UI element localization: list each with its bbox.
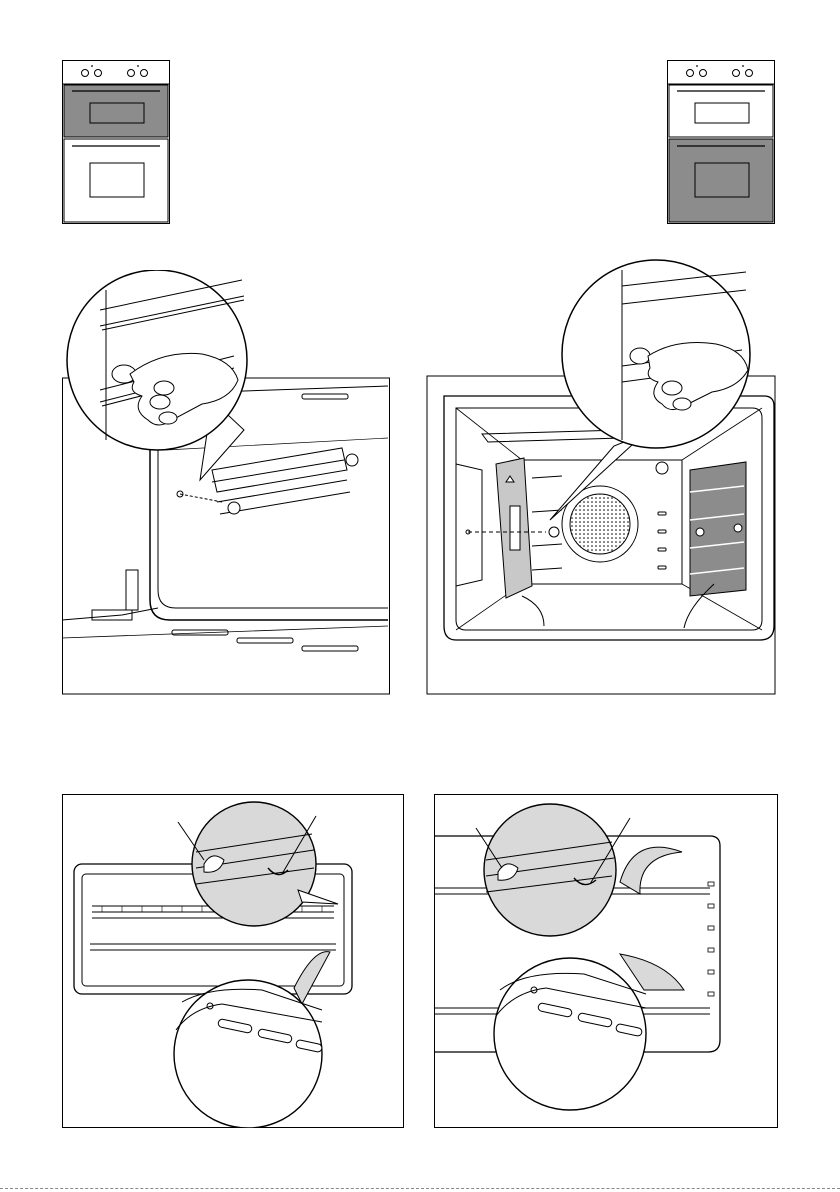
oven-icon-top-cavity bbox=[62, 60, 170, 224]
figure-bottom-oven-shelf-fitting bbox=[434, 794, 778, 1128]
figure-bottom-oven-side-panel-removal bbox=[426, 256, 778, 696]
figure-top-oven-shelf-fitting bbox=[62, 794, 404, 1128]
figure-top-oven-runner-removal bbox=[62, 270, 392, 696]
oven-icon-bottom-cavity bbox=[667, 60, 775, 224]
page-edge-rule bbox=[0, 1188, 840, 1189]
